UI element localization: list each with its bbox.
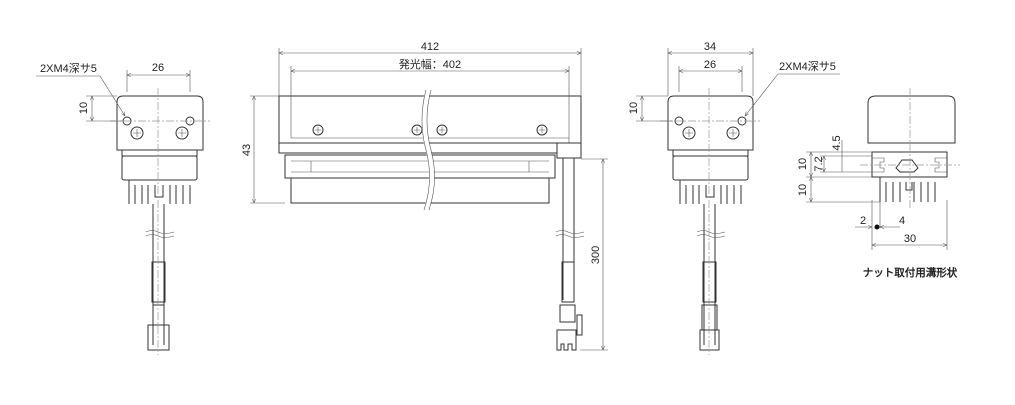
dim-hole-height: 10 — [78, 102, 90, 114]
dim-total-length: 412 — [421, 41, 439, 53]
left-side-view: 26 10 2XM4深サ5 — [36, 62, 210, 355]
screw-icon — [411, 124, 423, 136]
dim-cable-length: 300 — [590, 246, 602, 264]
dim-7-2: 7.2 — [813, 156, 825, 171]
nut-groove-section: 10 10 7.2 4.5 2 4 30 ナット取付用溝形状 — [797, 88, 960, 279]
screw-icon — [130, 126, 144, 140]
dim-2: 2 — [860, 215, 866, 227]
dim-hole-height: 10 — [628, 102, 640, 114]
dim-width: 34 — [704, 41, 716, 53]
dim-30: 30 — [904, 233, 916, 245]
dim-4-5: 4.5 — [831, 135, 843, 150]
screw-icon — [312, 124, 324, 136]
screw-icon — [682, 126, 696, 140]
right-side-view: 34 26 2XM4深サ5 10 — [628, 41, 840, 355]
hole-note: 2XM4深サ5 — [779, 60, 836, 73]
dim-hole-pitch: 26 — [152, 62, 164, 74]
screw-icon — [726, 126, 740, 140]
section-caption: ナット取付用溝形状 — [863, 266, 958, 279]
dim-hole-pitch: 26 — [704, 59, 716, 71]
dim-emitting-width: 発光幅：402 — [399, 57, 461, 71]
screw-icon — [175, 126, 189, 140]
reference-point-icon — [874, 224, 880, 230]
dim-10-lower: 10 — [797, 184, 809, 196]
hole-note: 2XM4深サ5 — [40, 62, 97, 75]
screw-icon — [536, 124, 548, 136]
screw-icon — [436, 124, 448, 136]
dim-10-upper: 10 — [797, 158, 809, 170]
dim-height: 43 — [241, 144, 253, 156]
front-view: 412 発光幅：402 43 300 — [241, 41, 608, 350]
dim-4: 4 — [899, 215, 905, 227]
